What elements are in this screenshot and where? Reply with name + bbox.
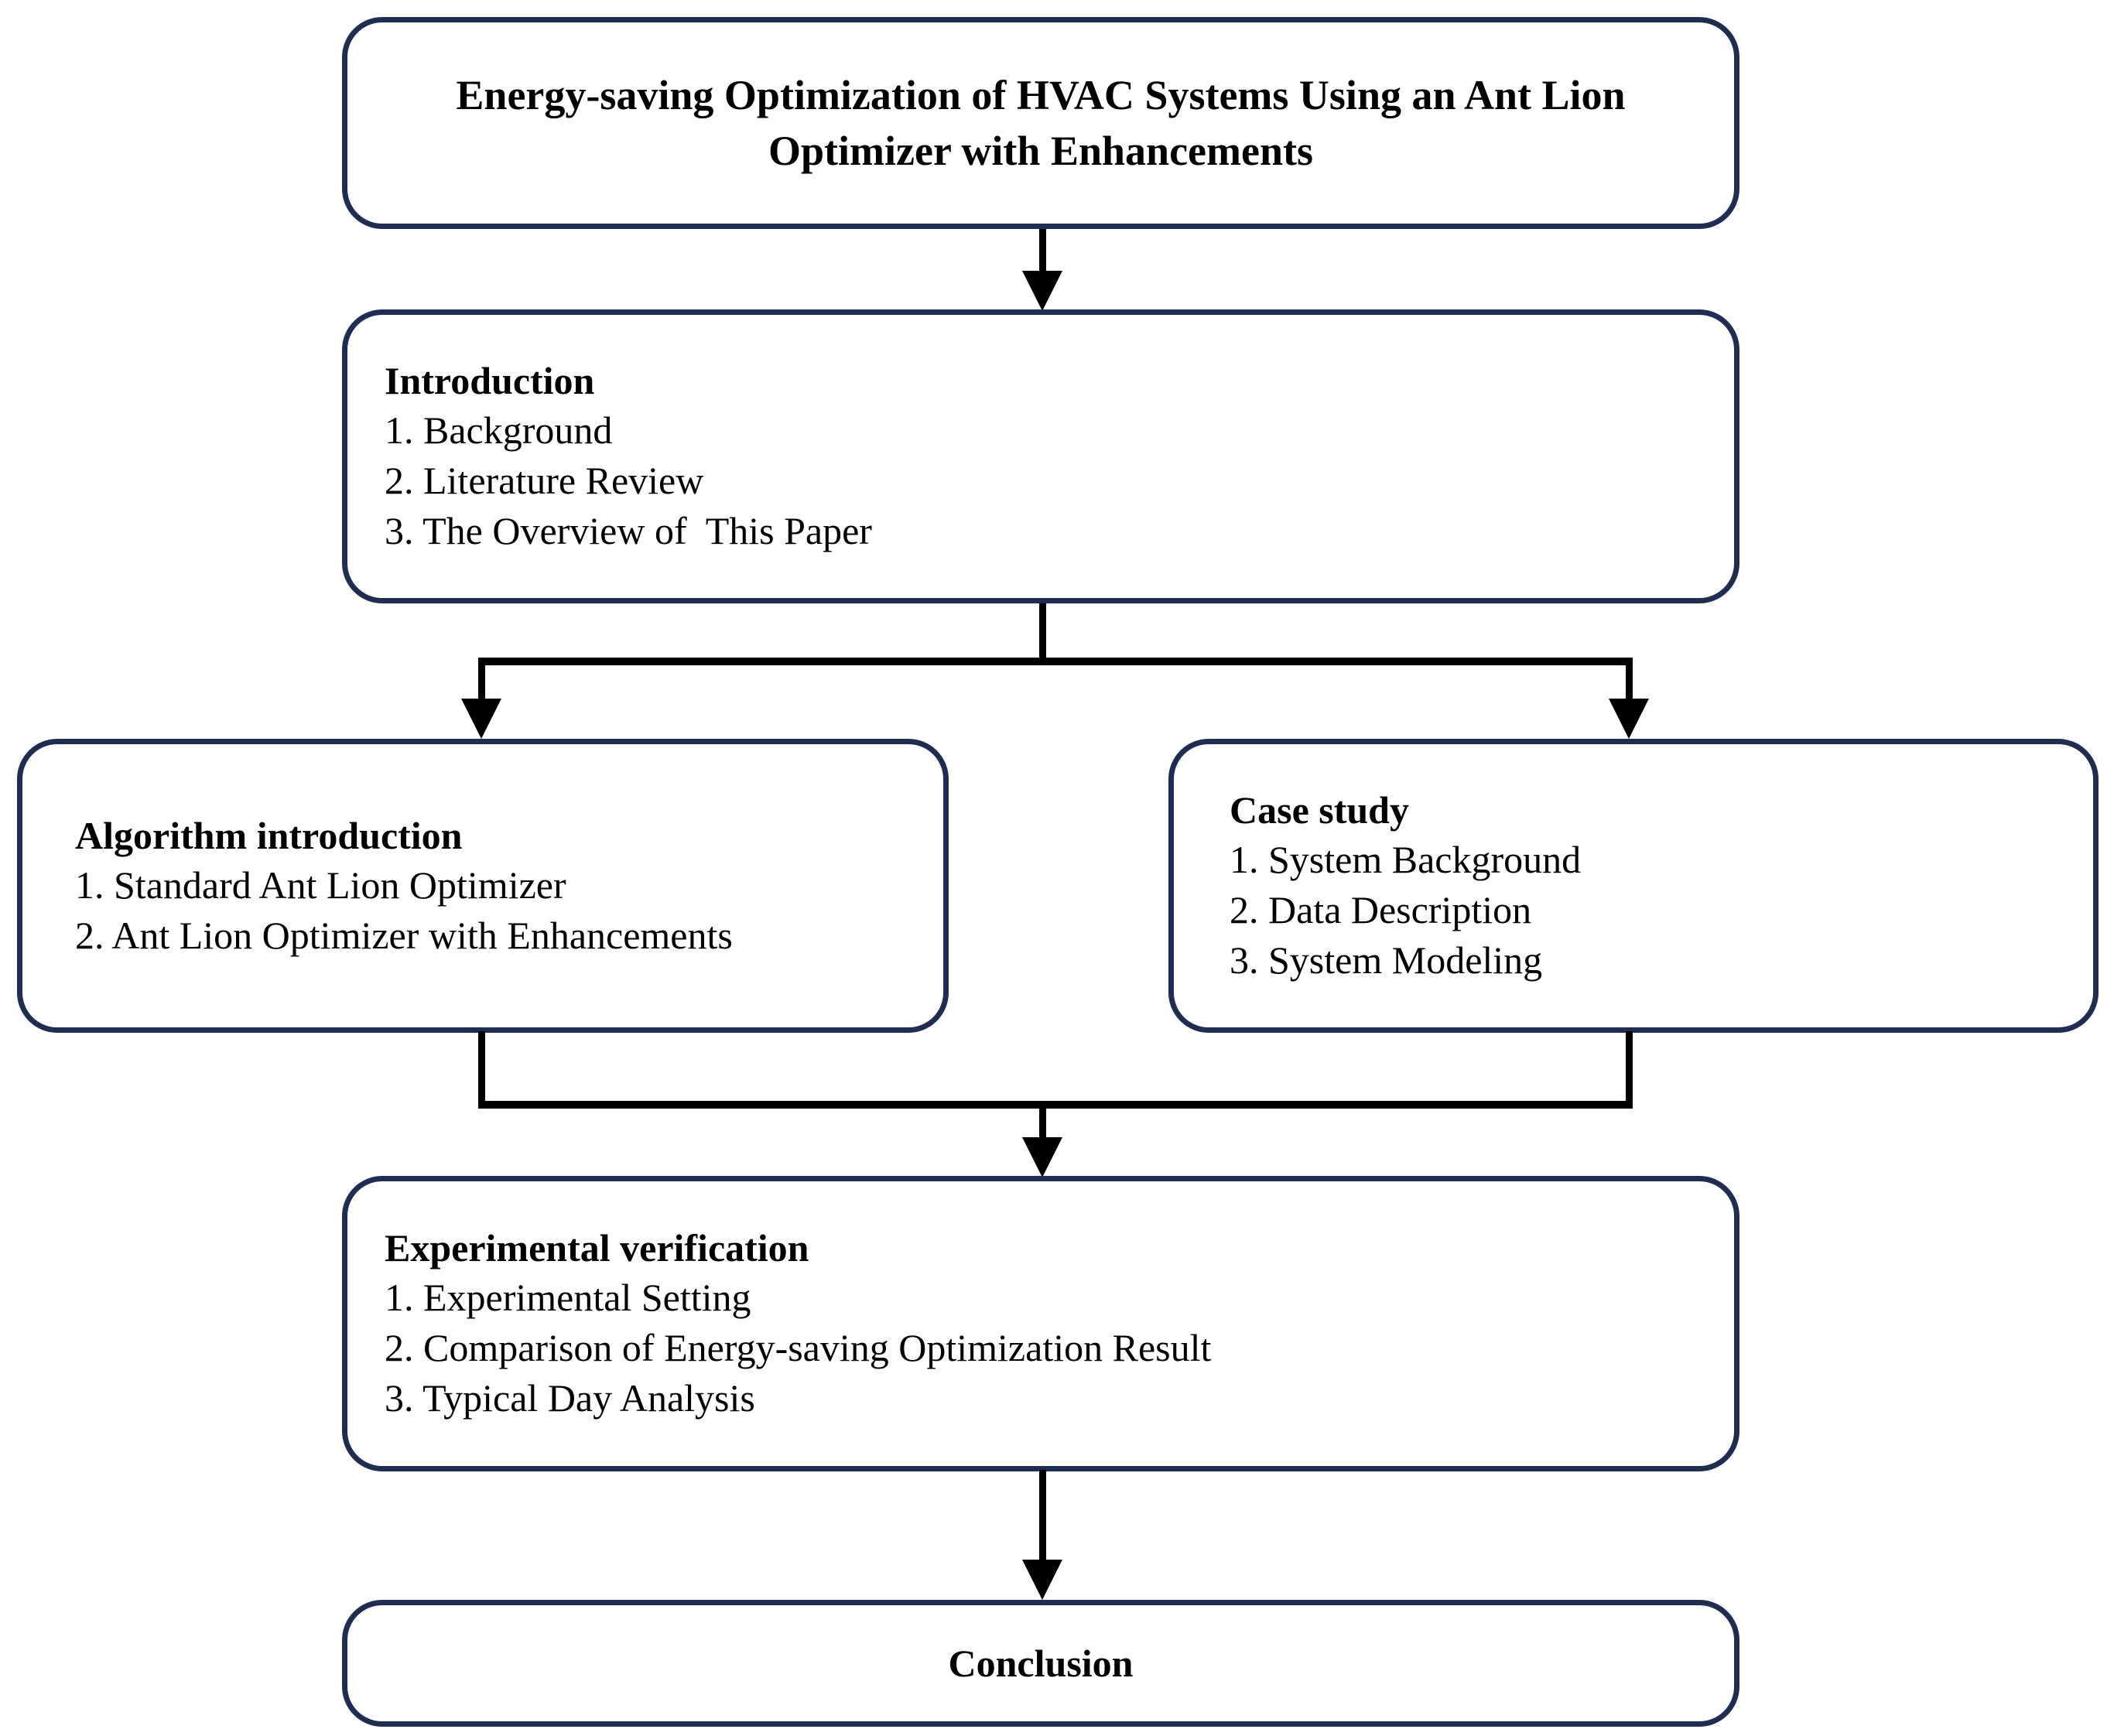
node-case-study-item-1: 1. System Background [1230,838,1582,881]
connector-title-to-introduction [1039,229,1046,275]
connector-experimental-to-conclusion [1039,1470,1046,1564]
arrowhead-title-to-introduction [1022,271,1062,311]
node-experimental-item-2: 2. Comparison of Energy-saving Optimizat… [385,1326,1212,1369]
node-title: Energy-saving Optimization of HVAC Syste… [342,17,1739,229]
arrowhead-to-case-study [1609,699,1649,739]
node-case-study-heading: Case study [1230,788,1409,832]
node-case-study: Case study 1. System Background 2. Data … [1168,739,2099,1033]
node-case-study-item-3: 3. System Modeling [1230,938,1543,982]
node-algorithm-item-1: 1. Standard Ant Lion Optimizer [75,863,566,907]
connector-introduction-stem [1039,603,1046,664]
node-algorithm-item-2: 2. Ant Lion Optimizer with Enhancements [75,913,733,957]
node-introduction-heading: Introduction [385,359,595,402]
node-experimental-verification: Experimental verification 1. Experimenta… [342,1176,1739,1471]
node-experimental-item-1: 1. Experimental Setting [385,1276,751,1319]
connector-split-right-drop [1626,658,1633,702]
connector-algorithm-rise [478,1031,485,1107]
arrowhead-to-conclusion [1022,1560,1062,1600]
node-title-label: Energy-saving Optimization of HVAC Syste… [456,71,1626,174]
node-introduction: Introduction 1. Background 2. Literature… [342,309,1739,603]
node-algorithm-introduction: Algorithm introduction 1. Standard Ant L… [17,739,949,1033]
connector-merge-stem [1039,1101,1046,1141]
arrowhead-to-algorithm [461,699,501,739]
node-introduction-item-2: 2. Literature Review [385,459,704,502]
node-algorithm-heading: Algorithm introduction [75,813,463,857]
connector-introduction-split-bar [478,658,1633,665]
node-experimental-heading: Experimental verification [385,1226,809,1270]
node-experimental-item-3: 3. Typical Day Analysis [385,1376,755,1420]
node-introduction-item-1: 1. Background [385,408,613,452]
connector-split-left-drop [478,658,485,702]
node-conclusion: Conclusion [342,1600,1739,1727]
node-introduction-item-3: 3. The Overview of This Paper [385,509,872,552]
connector-merge-bar [478,1101,1633,1109]
node-case-study-item-2: 2. Data Description [1230,888,1532,931]
arrowhead-to-experimental [1022,1137,1062,1177]
connector-case-study-rise [1626,1031,1633,1107]
node-conclusion-heading: Conclusion [948,1641,1134,1685]
